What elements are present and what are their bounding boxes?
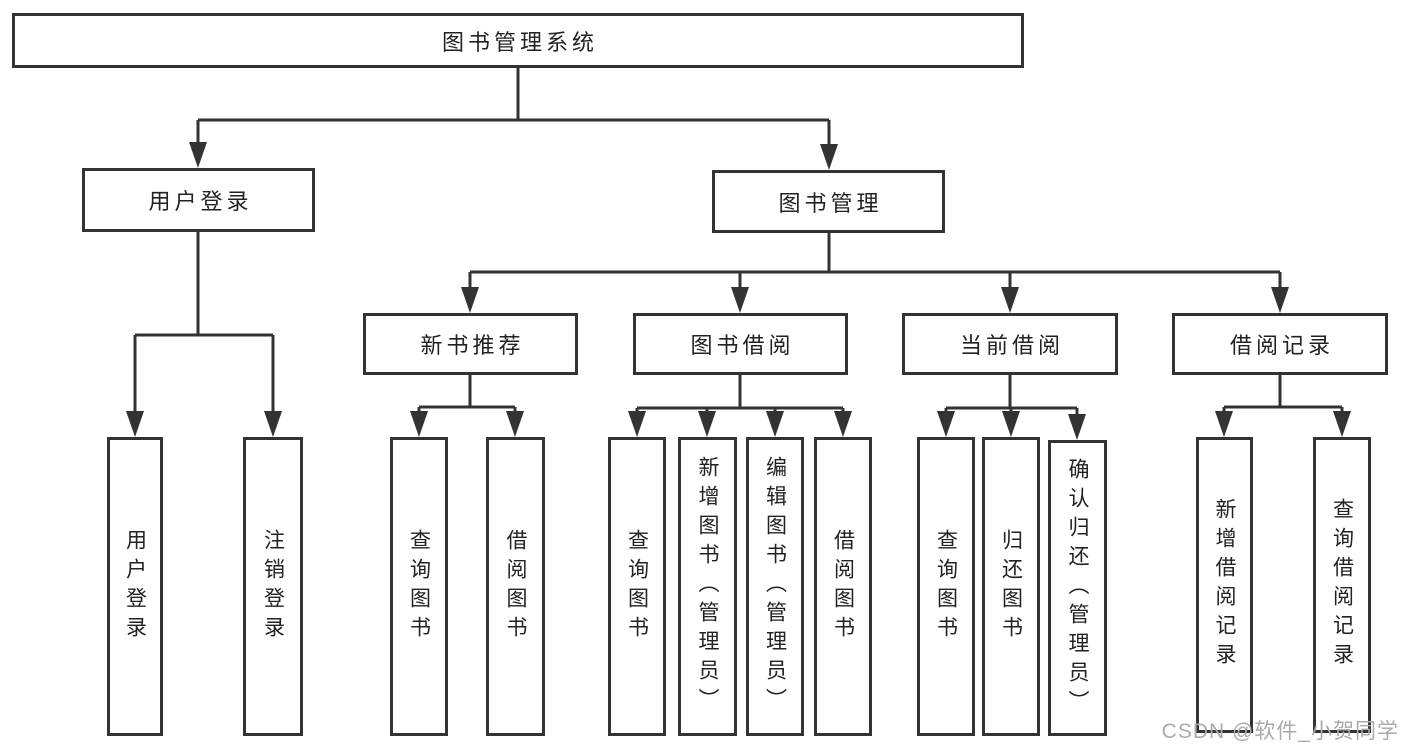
- leaf-records-query-record: 查询借阅记录: [1313, 437, 1371, 733]
- leaf-user-login-label: 用户登录: [123, 528, 147, 645]
- arrowhead-icon: [1002, 411, 1020, 437]
- node-new-books: 新书推荐: [363, 313, 578, 375]
- connector-bookmgmt-to-sections: [468, 233, 1282, 297]
- node-new-books-label: 新书推荐: [420, 333, 525, 358]
- leaf-current-return-books-label: 归还图书: [999, 528, 1023, 645]
- node-current-borrow: 当前借阅: [902, 313, 1118, 375]
- arrowhead-icon: [820, 144, 838, 170]
- leaf-user-login: 用户登录: [107, 437, 163, 736]
- leaf-borrow-borrow-books: 借阅图书: [814, 437, 872, 736]
- arrowhead-icon: [461, 287, 479, 313]
- arrowhead-icon: [1001, 287, 1019, 313]
- connector-records-to-leaves: [1222, 375, 1344, 421]
- arrowhead-icon: [766, 411, 784, 437]
- arrowhead-icon: [126, 411, 144, 437]
- leaf-current-query-books: 查询图书: [917, 437, 975, 736]
- leaf-borrow-add-books-admin-label: 新增图书（管理员）: [696, 456, 719, 717]
- leaf-newbooks-query-books-label: 查询图书: [407, 528, 431, 645]
- leaf-current-confirm-return-admin: 确认归还（管理员）: [1048, 440, 1107, 736]
- connector-userlogin-to-leaves: [133, 232, 275, 421]
- connector-newbooks-to-leaves: [417, 375, 517, 421]
- node-book-borrow: 图书借阅: [633, 313, 848, 375]
- leaf-logout-login-label: 注销登录: [261, 528, 285, 645]
- arrowhead-icon: [1333, 411, 1351, 437]
- arrowhead-icon: [1271, 287, 1289, 313]
- leaf-borrow-edit-books-admin-label: 编辑图书（管理员）: [763, 456, 787, 717]
- csdn-watermark: CSDN @软件_小贺同学: [1161, 720, 1399, 743]
- leaf-records-query-record-label: 查询借阅记录: [1330, 498, 1354, 672]
- node-borrow-records: 借阅记录: [1172, 313, 1388, 375]
- leaf-borrow-query-books-label: 查询图书: [625, 528, 649, 645]
- node-user-login: 用户登录: [82, 168, 315, 232]
- leaf-current-confirm-return-admin-label: 确认归还（管理员）: [1066, 457, 1089, 719]
- node-user-login-label: 用户登录: [148, 189, 253, 214]
- leaf-records-add-record-label: 新增借阅记录: [1213, 498, 1236, 672]
- arrowhead-icon: [628, 411, 646, 437]
- arrowhead-icon: [189, 142, 207, 168]
- node-book-mgmt: 图书管理: [712, 170, 945, 233]
- leaf-newbooks-query-books: 查询图书: [390, 437, 448, 736]
- arrowhead-icon: [698, 411, 716, 437]
- node-book-mgmt-label: 图书管理: [778, 190, 883, 216]
- leaf-borrow-borrow-books-label: 借阅图书: [831, 528, 855, 645]
- arrowhead-icon: [506, 411, 524, 437]
- leaf-current-return-books: 归还图书: [982, 437, 1040, 736]
- arrowhead-icon: [731, 287, 749, 313]
- arrowhead-icon: [1068, 414, 1086, 440]
- connector-bookborrow-to-leaves: [635, 375, 845, 421]
- node-book-borrow-label: 图书借阅: [690, 333, 795, 358]
- leaf-current-query-books-label: 查询图书: [934, 528, 958, 645]
- arrowhead-icon: [834, 411, 852, 437]
- node-root-label: 图书管理系统: [441, 29, 598, 55]
- arrowhead-icon: [1215, 411, 1233, 437]
- leaf-records-add-record: 新增借阅记录: [1196, 437, 1253, 733]
- node-borrow-records-label: 借阅记录: [1229, 333, 1334, 358]
- arrowhead-icon: [410, 411, 428, 437]
- leaf-newbooks-borrow-books-label: 借阅图书: [504, 528, 527, 645]
- arrowhead-icon: [937, 411, 955, 437]
- node-root: 图书管理系统: [12, 13, 1024, 68]
- leaf-borrow-add-books-admin: 新增图书（管理员）: [678, 437, 737, 736]
- arrowhead-icon: [264, 411, 282, 437]
- connector-root-to-level2: [196, 68, 831, 154]
- leaf-borrow-query-books: 查询图书: [608, 437, 666, 736]
- leaf-borrow-edit-books-admin: 编辑图书（管理员）: [746, 437, 804, 736]
- leaf-newbooks-borrow-books: 借阅图书: [486, 437, 545, 736]
- leaf-logout-login: 注销登录: [243, 437, 303, 736]
- node-current-borrow-label: 当前借阅: [959, 333, 1064, 358]
